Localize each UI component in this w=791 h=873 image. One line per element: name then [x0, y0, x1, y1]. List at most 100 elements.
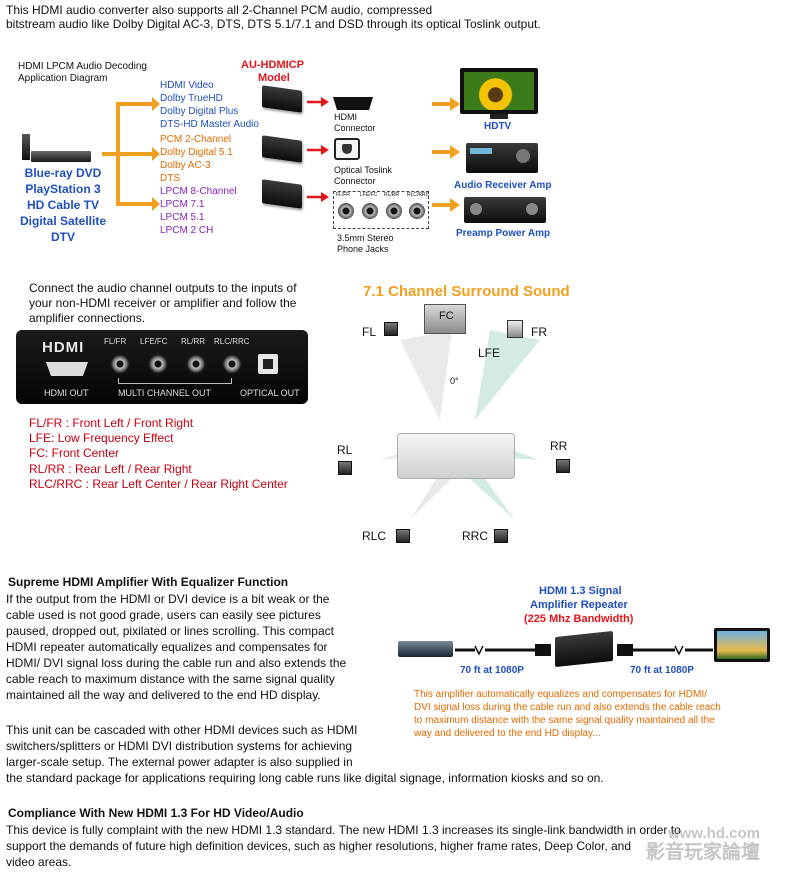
hdmi-port-icon	[46, 362, 88, 376]
connector-arrows-icon	[307, 97, 329, 202]
rear-right-speaker-icon	[556, 459, 570, 473]
output-arrows-icon	[432, 97, 460, 212]
speaker-label-fr: FR	[531, 325, 547, 339]
display-icon	[714, 628, 770, 662]
paragraph-line: cable reach to maximum distance with the…	[6, 672, 335, 686]
audio-receiver-icon	[466, 143, 538, 173]
optical-connector-label-2: Connector	[334, 176, 376, 186]
compliance-heading: Compliance With New HDMI 1.3 For HD Vide…	[8, 806, 304, 820]
panel-jack-icon	[148, 354, 168, 374]
phone-jack-icon	[362, 203, 378, 219]
paragraph-line: paused, dropped out, pixilated or lines …	[6, 624, 334, 638]
compliance-line: This device is fully complaint with the …	[6, 823, 681, 837]
format-item: LPCM 8-Channel	[160, 186, 237, 197]
watermark-url: www.hd.com	[668, 825, 760, 842]
hdmi-connector-label-1: HDMI	[334, 112, 357, 122]
angle-label: 0°	[450, 376, 459, 386]
output-label-receiver: Audio Receiver Amp	[454, 180, 552, 191]
multi-channel-out-label: MULTI CHANNEL OUT	[118, 388, 212, 398]
phone-jack-label-2: Phone Jacks	[337, 244, 389, 254]
preamp-icon	[464, 197, 546, 223]
speaker-label-fl: FL	[362, 325, 377, 339]
phone-jack-label-1: 3.5mm Stereo	[337, 233, 394, 243]
figure-caption-line: DVI signal loss during the cable run and…	[414, 702, 721, 713]
jack-label: LFE/FC	[360, 192, 378, 198]
diagram-title-1: HDMI LPCM Audio Decoding	[18, 61, 147, 72]
paragraph-line: the standard package for applications re…	[6, 771, 604, 785]
format-item: LPCM 7.1	[160, 199, 205, 210]
front-left-speaker-icon	[384, 322, 398, 336]
amplifier-heading: Supreme HDMI Amplifier With Equalizer Fu…	[8, 575, 289, 589]
surround-title: 7.1 Channel Surround Sound	[363, 283, 570, 300]
output-label-preamp: Preamp Power Amp	[456, 228, 551, 239]
panel-jack-icon	[110, 354, 130, 374]
jack-label: RL/RR	[384, 192, 400, 198]
converter-device-icon	[262, 179, 302, 209]
panel-instruction-2: your non-HDMI receiver or amplifier and …	[29, 296, 297, 310]
center-speaker-icon	[424, 304, 466, 334]
bluray-player-icon	[31, 151, 91, 162]
paragraph-line: maintained all the way and delivered to …	[6, 688, 321, 702]
compliance-line: support the demands of future high defin…	[6, 839, 632, 853]
speaker-label-rlc: RLC	[362, 529, 387, 543]
panel-jack-label: RLC/RRC	[214, 337, 250, 346]
panel-instruction-3: amplifier connections.	[29, 311, 146, 325]
format-item: Dolby AC-3	[160, 160, 211, 171]
figure-caption-line: way and delivered to the end HD display.…	[414, 728, 601, 739]
hdtv-icon	[460, 68, 538, 114]
source-item: PlayStation 3	[25, 182, 101, 196]
speaker-label-rr: RR	[550, 439, 568, 453]
panel-jack-icon	[222, 354, 242, 374]
phone-jack-icon	[338, 203, 354, 219]
legend-item: FC: Front Center	[29, 446, 120, 460]
phone-jack-panel: FL/FR LFE/FC RL/RR RLC/RRC	[333, 191, 429, 229]
figure-caption-line: This amplifier automatically equalizes a…	[414, 689, 707, 700]
panel-instruction-1: Connect the audio channel outputs to the…	[29, 281, 297, 295]
jack-label: FL/FR	[336, 192, 350, 198]
source-item: HD Cable TV	[26, 198, 99, 212]
legend-item: RLC/RRC : Rear Left Center / Rear Right …	[29, 477, 288, 491]
optical-connector-label-1: Optical Toslink	[334, 165, 392, 175]
hdmi-connector-label-2: Connector	[334, 123, 376, 133]
figure-title-1: HDMI 1.3 Signal	[539, 585, 622, 597]
format-item: PCM 2-Channel	[160, 134, 232, 145]
paragraph-line: This unit can be cascaded with other HDM…	[6, 723, 358, 737]
diagram-title-2: Application Diagram	[18, 73, 108, 84]
rear-left-speaker-icon	[338, 461, 352, 475]
legend-item: LFE: Low Frequency Effect	[29, 431, 174, 445]
source-player-icon	[398, 641, 453, 657]
paragraph-line: If the output from the HDMI or DVI devic…	[6, 592, 330, 606]
speaker-label-rrc: RRC	[462, 529, 488, 543]
optical-port-icon	[258, 354, 278, 374]
panel-jack-icon	[186, 354, 206, 374]
repeater-device-icon	[555, 630, 613, 668]
jack-label: RLC/RRC	[407, 192, 430, 198]
optical-connector-icon	[334, 138, 360, 160]
format-item: Dolby TrueHD	[160, 93, 223, 104]
figure-title-2: Amplifier Repeater	[530, 599, 628, 611]
subwoofer-icon	[507, 320, 523, 338]
cable-length-2: 70 ft at 1080P	[630, 665, 694, 676]
figure-title-3: (225 Mhz Bandwidth)	[524, 613, 634, 625]
optical-out-label: OPTICAL OUT	[240, 388, 300, 398]
hdmi-out-label: HDMI OUT	[44, 388, 89, 398]
paragraph-line: HDMI repeater automatically equalizes an…	[6, 640, 328, 654]
legend-item: FL/FR : Front Left / Front Right	[29, 416, 194, 430]
panel-jack-label: RL/RR	[181, 337, 206, 346]
phone-jack-icon	[409, 203, 425, 219]
compliance-line: video areas.	[6, 855, 72, 869]
remote-icon	[22, 134, 30, 160]
paragraph-line: HDMI/ DVI signal loss during the cable r…	[6, 656, 347, 670]
converter-device-icon	[262, 135, 302, 163]
format-item: Dolby Digital Plus	[160, 106, 239, 117]
sofa-icon	[397, 433, 515, 479]
cable-icon	[455, 644, 551, 656]
watermark-text: 影音玩家論壇	[646, 842, 761, 863]
model-label: Model	[258, 72, 290, 84]
paragraph-line: larger-scale setup. The external power a…	[6, 755, 353, 769]
cable-length-1: 70 ft at 1080P	[460, 665, 524, 676]
phone-jack-icon	[386, 203, 402, 219]
format-item: LPCM 5.1	[160, 212, 205, 223]
format-item: DTS-HD Master Audio	[160, 119, 259, 130]
converter-device-icon	[262, 85, 302, 113]
